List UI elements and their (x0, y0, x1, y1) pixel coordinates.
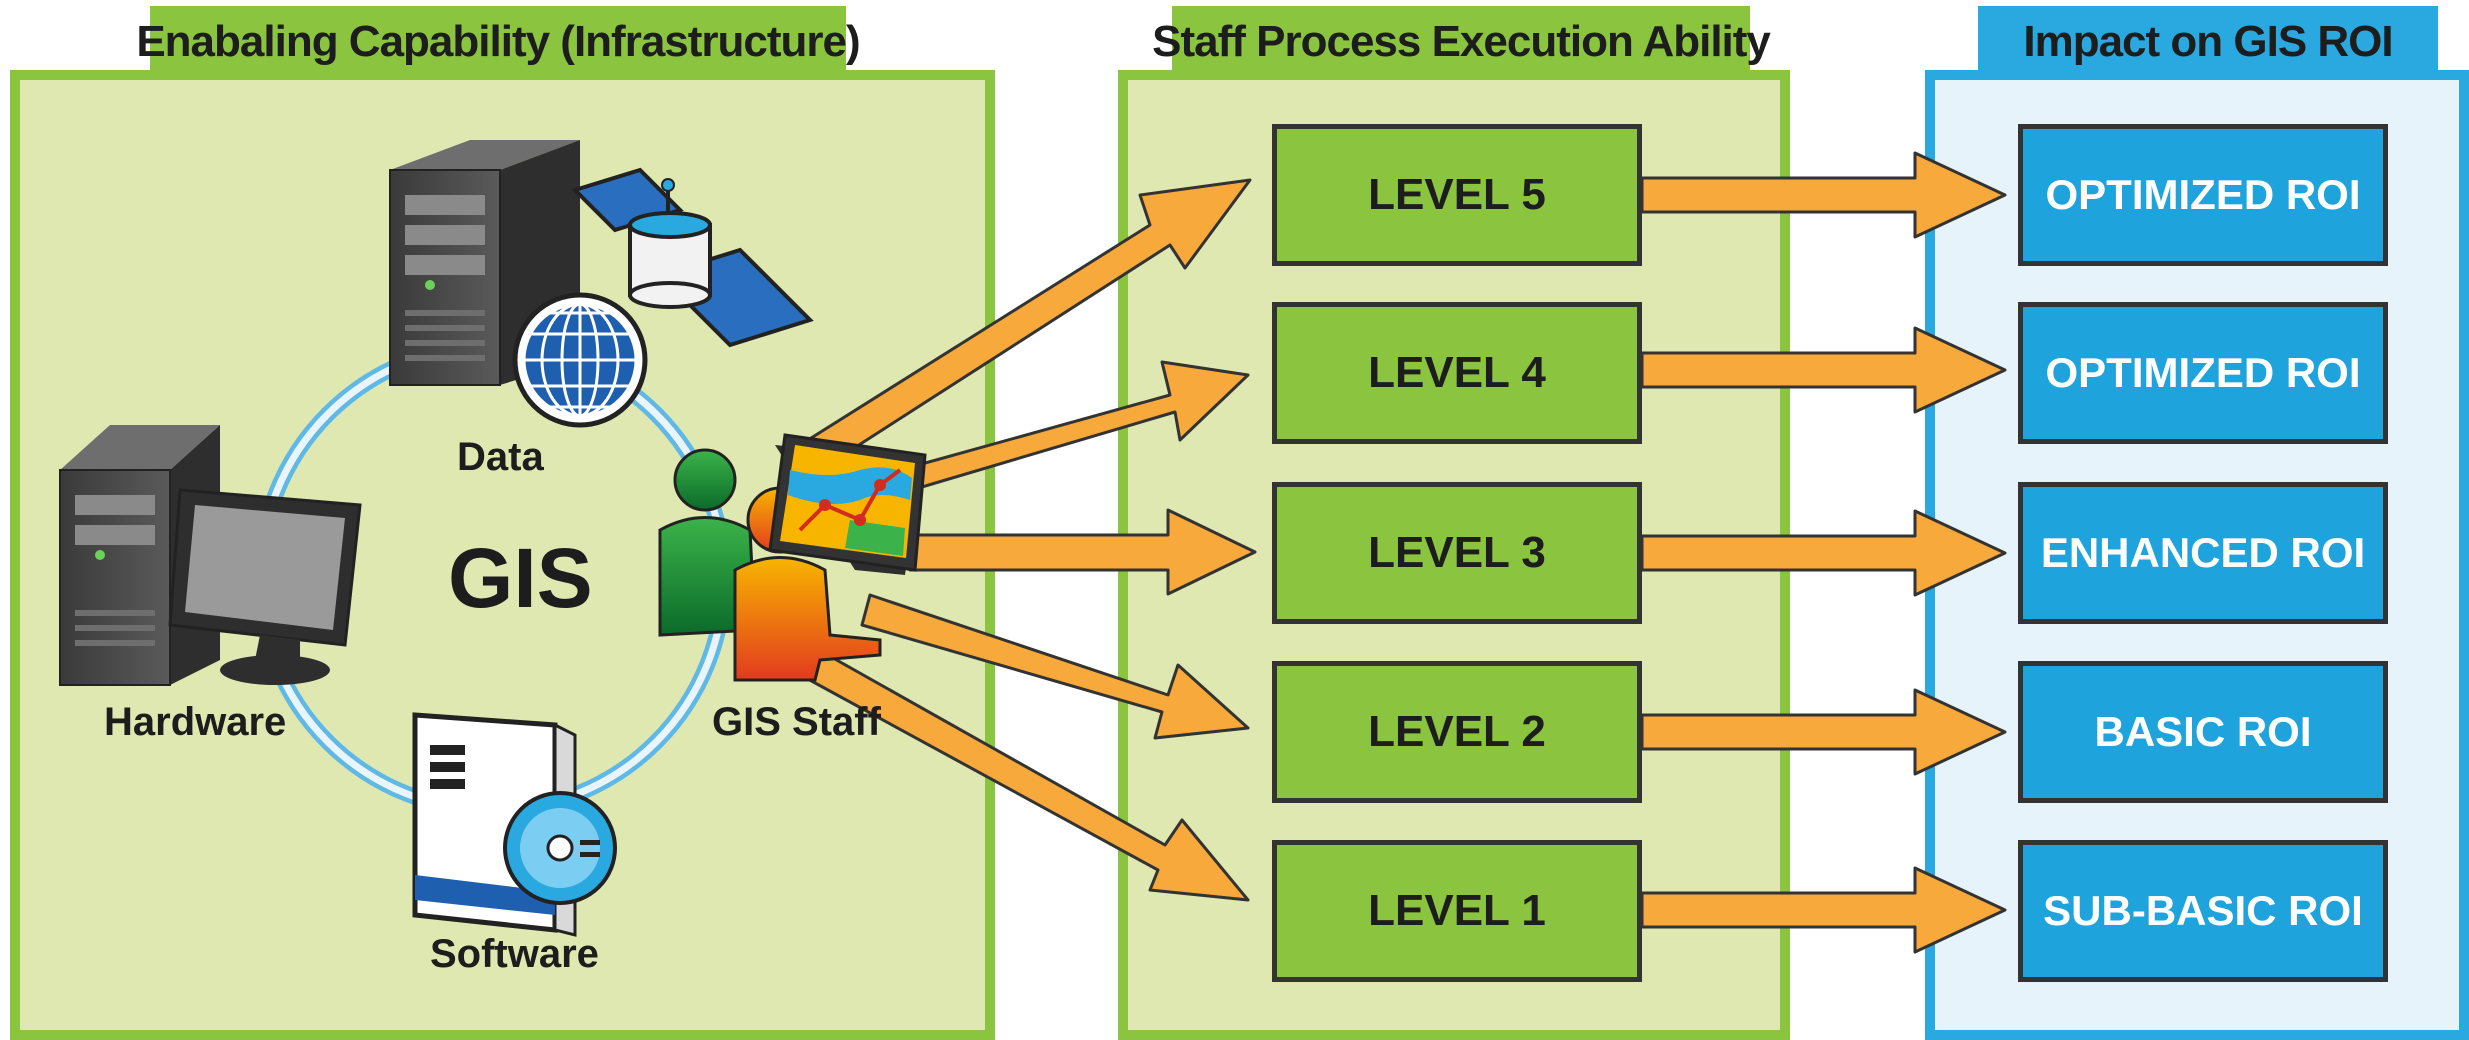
hardware-label: Hardware (104, 700, 287, 744)
roi-arrow-2 (1640, 688, 2007, 776)
monitor-icon (168, 488, 362, 685)
software-label: Software (430, 932, 599, 976)
arrow-to-level-5 (798, 178, 1252, 472)
roi-arrow-3 (1640, 509, 2007, 597)
data-label: Data (457, 435, 544, 479)
roi-box-level-1: SUB-BASIC ROI (2018, 840, 2388, 982)
gis-center-label: GIS (448, 531, 593, 625)
roi-arrow-5 (1640, 151, 2007, 239)
impact-title: Impact on GIS ROI (1978, 6, 2438, 78)
level-3-box: LEVEL 3 (1272, 482, 1642, 624)
level-to-roi-arrows (1640, 151, 2007, 954)
level-4-box: LEVEL 4 (1272, 302, 1642, 444)
arrow-to-level-3 (908, 508, 1257, 596)
arrow-to-level-1 (793, 643, 1250, 902)
gis-staff-label: GIS Staff (712, 700, 881, 744)
level-5-box: LEVEL 5 (1272, 124, 1642, 266)
arrow-to-level-2 (860, 593, 1250, 740)
roi-box-level-2: BASIC ROI (2018, 661, 2388, 803)
cd-icon (503, 791, 617, 905)
server-icon (389, 140, 580, 386)
arrow-to-level-4 (898, 360, 1250, 494)
map-tablet-icon (768, 433, 927, 575)
infrastructure-title: Enabaling Capability (Infrastructure) (136, 6, 861, 78)
database-icon (628, 211, 712, 309)
roi-arrow-1 (1640, 866, 2007, 954)
staff-title: Staff Process Execution Ability (1152, 6, 1771, 78)
roi-box-level-4: OPTIMIZED ROI (2018, 302, 2388, 444)
staff-to-level-arrows (793, 178, 1257, 902)
level-1-box: LEVEL 1 (1272, 840, 1642, 982)
roi-arrow-4 (1640, 326, 2007, 414)
globe-icon (512, 292, 648, 428)
roi-box-level-5: OPTIMIZED ROI (2018, 124, 2388, 266)
roi-box-level-3: ENHANCED ROI (2018, 482, 2388, 624)
level-2-box: LEVEL 2 (1272, 661, 1642, 803)
